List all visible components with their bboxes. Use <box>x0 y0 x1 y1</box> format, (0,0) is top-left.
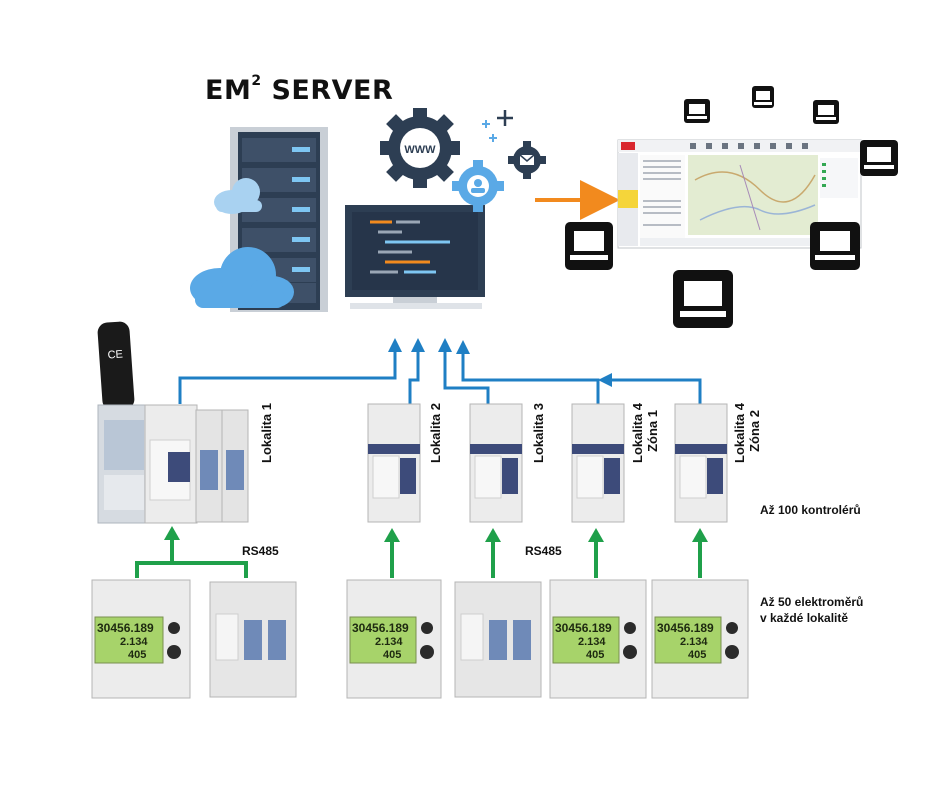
title-sup: 2 <box>251 73 262 89</box>
users-gear-icon <box>452 160 504 212</box>
controller-lokalita-3 <box>469 403 523 523</box>
blue-links <box>178 350 702 404</box>
location-label-3: Lokalita 3 <box>531 403 546 463</box>
meter-reading: 2.134 <box>578 636 606 648</box>
energy-meters <box>91 579 749 699</box>
meters-note-line1: Až 50 elektroměrů <box>760 595 864 609</box>
meter-reading: 30456.189 <box>657 621 714 635</box>
meter-reading: 405 <box>383 649 401 661</box>
laptop-icons <box>565 86 898 328</box>
location-label-4b: Lokalita 4 <box>732 403 747 463</box>
meter-reading: 2.134 <box>375 636 403 648</box>
rs485-module <box>209 581 297 698</box>
energy-meter <box>91 579 191 699</box>
mail-gear-icon <box>508 141 546 179</box>
green-links <box>135 538 702 578</box>
meters-note-line2: v každé lokalitě <box>760 611 849 625</box>
laptop-icon <box>673 270 733 328</box>
laptop-icon <box>684 99 710 123</box>
server-title: EM2 SERVER <box>205 73 394 106</box>
www-gear-icon: WWW <box>380 108 460 188</box>
controller-lokalita-1 <box>97 404 249 524</box>
laptop-icon <box>860 140 898 176</box>
title-suffix: SERVER <box>261 75 394 106</box>
laptop-icon <box>752 86 774 108</box>
laptop-icon <box>565 222 613 270</box>
usb-modem-icon: CE <box>97 321 135 411</box>
monitor-icon <box>345 205 485 309</box>
rs485-label-1: RS485 <box>242 544 279 558</box>
cloud-icon <box>190 247 294 308</box>
meter-reading: 405 <box>128 649 146 661</box>
meter-reading: 30456.189 <box>97 621 154 635</box>
www-label: WWW <box>404 144 436 156</box>
rs485-label-2: RS485 <box>525 544 562 558</box>
controllers-note: Až 100 kontrolérů <box>760 503 861 517</box>
meter-reading: 30456.189 <box>352 621 409 635</box>
plus-small-icon <box>482 120 497 142</box>
green-arrowheads <box>164 526 708 542</box>
meter-reading: 405 <box>586 649 604 661</box>
location-label-4a: Lokalita 4 <box>630 403 645 463</box>
meter-reading: 405 <box>688 649 706 661</box>
location-label-1: Lokalita 1 <box>259 403 274 463</box>
energy-meter <box>549 579 647 699</box>
meter-reading: 30456.189 <box>555 621 612 635</box>
controller-lokalita-4-zona-1 <box>571 403 625 523</box>
rs485-module <box>454 581 542 698</box>
zone-label-2: Zóna 2 <box>747 410 762 452</box>
blue-arrowheads <box>388 338 612 387</box>
svg-text:CE: CE <box>107 349 123 362</box>
laptop-icon <box>813 100 839 124</box>
zone-label-1: Zóna 1 <box>645 410 660 452</box>
controller-lokalita-4-zona-2 <box>674 403 728 523</box>
plus-icon <box>497 110 513 126</box>
energy-meter <box>346 579 442 699</box>
meter-reading: 2.134 <box>680 636 708 648</box>
title-main: EM <box>205 75 252 106</box>
meter-displays: 30456.189 2.134 405 30456.189 2.134 405 … <box>97 621 714 661</box>
controller-lokalita-2 <box>367 403 421 523</box>
laptop-icon <box>810 222 860 270</box>
cloud-small-icon <box>214 178 262 214</box>
meter-reading: 2.134 <box>120 636 148 648</box>
location-label-2: Lokalita 2 <box>428 403 443 463</box>
energy-meter <box>651 579 749 699</box>
